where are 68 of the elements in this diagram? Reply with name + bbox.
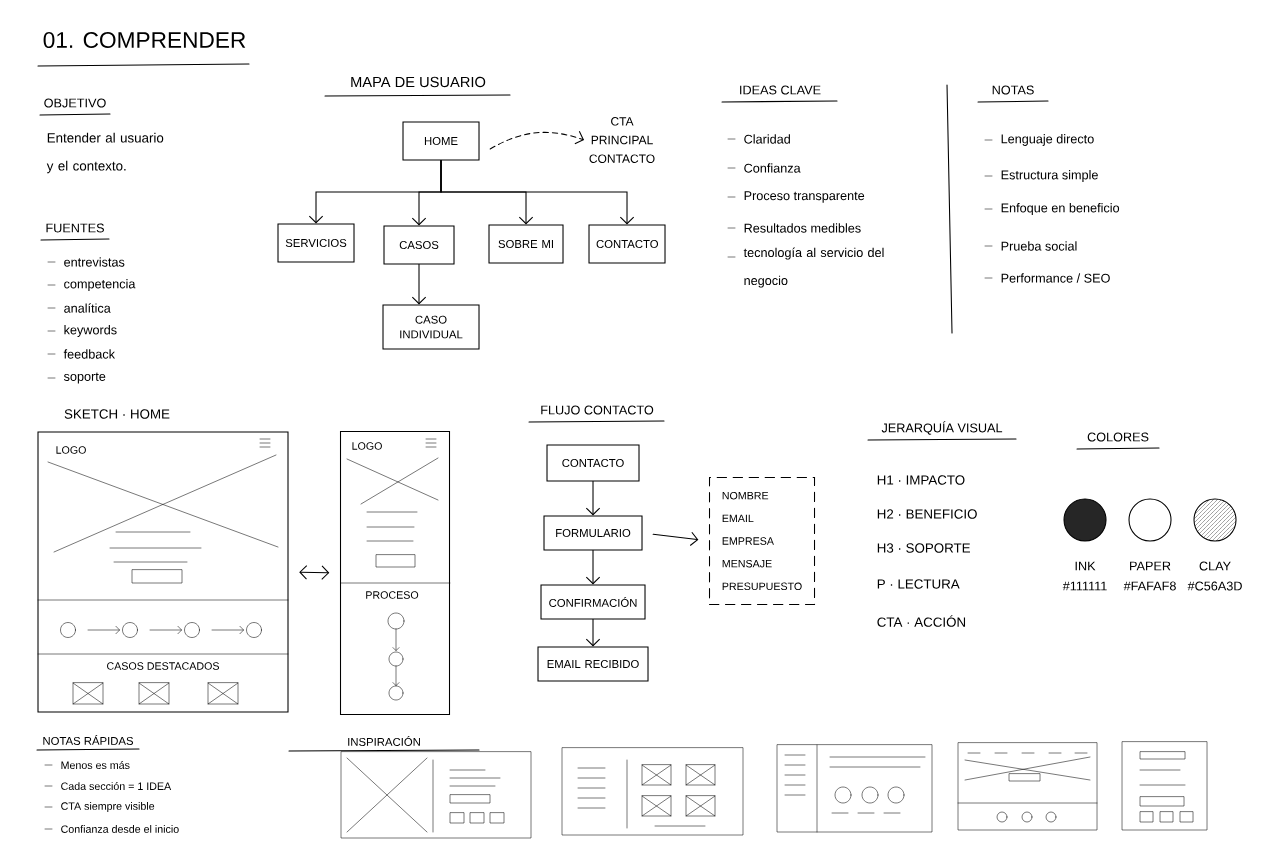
list-item: Menos es más — [44, 761, 130, 769]
section-heading: INSPIRACIÓN — [288, 736, 480, 752]
cta-note: CTA PRINCIPAL CONTACTO — [589, 117, 655, 163]
hex-code: #C56A3D — [1187, 581, 1242, 591]
hierarchy-item: H2 · BENEFICIO — [877, 509, 977, 519]
section-heading: OBJETIVO — [39, 98, 111, 116]
arrow — [411, 264, 427, 305]
list-item: Estructura simple — [984, 170, 1098, 182]
list-item: Confianza desde el inicio — [44, 825, 179, 833]
arrow — [489, 130, 585, 150]
section-title: PROCESO — [366, 591, 419, 599]
list-item: Prueba social — [984, 241, 1077, 251]
page-box: EMAIL RECIBIDO — [537, 646, 649, 682]
list-item: entrevistas — [47, 257, 125, 267]
page-box: CONFIRMACIÓN — [540, 584, 646, 620]
form-fields-box: NOMBRE EMAIL EMPRESA MENSAJE PRESUPUESTO — [708, 476, 816, 606]
list-item: Confianza — [727, 163, 801, 173]
list-item: Claridad — [727, 134, 790, 144]
page-box: CASOS — [383, 225, 455, 265]
hex-code: #111111 — [1062, 581, 1107, 591]
placeholder-text: LOGO — [352, 442, 382, 450]
color-name: INK — [1075, 561, 1096, 571]
list-item: Performance / SEO — [984, 273, 1110, 283]
section-heading: FUENTES — [40, 223, 110, 241]
list-item: analítica — [47, 303, 111, 313]
arrow — [585, 481, 601, 516]
section-heading: IDEAS CLAVE — [721, 85, 838, 103]
hex-code: #FAFAF8 — [1123, 581, 1176, 591]
arrow — [440, 160, 635, 225]
list-item: Proceso transparente — [727, 191, 865, 203]
hierarchy-item: H1 · IMPACTO — [877, 475, 965, 485]
objective-text: Entender al usuario y el contexto. — [46, 132, 164, 174]
arrow — [585, 619, 601, 647]
arrow — [652, 531, 699, 546]
list-item: Lenguaje directo — [984, 134, 1094, 146]
page-box: CASO INDIVIDUAL — [382, 304, 480, 350]
arrow — [299, 565, 330, 580]
list-item: feedback — [47, 349, 116, 359]
section-heading: JERARQUÍA VISUAL — [867, 421, 1017, 441]
section-heading: FLUJO CONTACTO — [528, 405, 665, 423]
section-heading: MAPA DE USUARIO — [324, 76, 511, 97]
list-item: soporte — [47, 372, 106, 384]
hierarchy-item: H3 · SOPORTE — [877, 543, 970, 553]
list-item: keywords — [47, 325, 117, 337]
page-box: CONTACTO — [588, 224, 666, 264]
list-item: CTA siempre visible — [44, 802, 155, 812]
page-title: 01. COMPRENDER — [37, 31, 250, 67]
page-box: HOME — [402, 121, 480, 161]
page-box: SOBRE MI — [488, 224, 564, 264]
list-item: Resultados medibles — [727, 223, 861, 233]
list-item: Cada sección = 1 IDEA — [44, 782, 172, 790]
section-title: CASOS DESTACADOS — [107, 662, 220, 670]
hierarchy-item: CTA · ACCIÓN — [877, 615, 965, 627]
page-box: SERVICIOS — [277, 223, 355, 263]
section-heading: SKETCH · HOME — [64, 409, 170, 419]
section-heading: NOTAS RÁPIDAS — [36, 735, 140, 751]
color-name: CLAY — [1199, 561, 1231, 571]
page-box: FORMULARIO — [543, 515, 643, 551]
hierarchy-item: P · LECTURA — [877, 579, 960, 589]
placeholder-text: LOGO — [56, 446, 86, 454]
arrow — [585, 550, 601, 585]
section-heading: NOTAS — [977, 85, 1049, 103]
page-box: CONTACTO — [546, 444, 640, 482]
list-item: Enfoque en beneficio — [984, 203, 1120, 215]
list-item: tecnología al servicio del negocio — [727, 247, 884, 288]
section-heading: COLORES — [1076, 432, 1160, 450]
color-name: PAPER — [1130, 561, 1171, 571]
list-item: competencia — [47, 279, 136, 291]
